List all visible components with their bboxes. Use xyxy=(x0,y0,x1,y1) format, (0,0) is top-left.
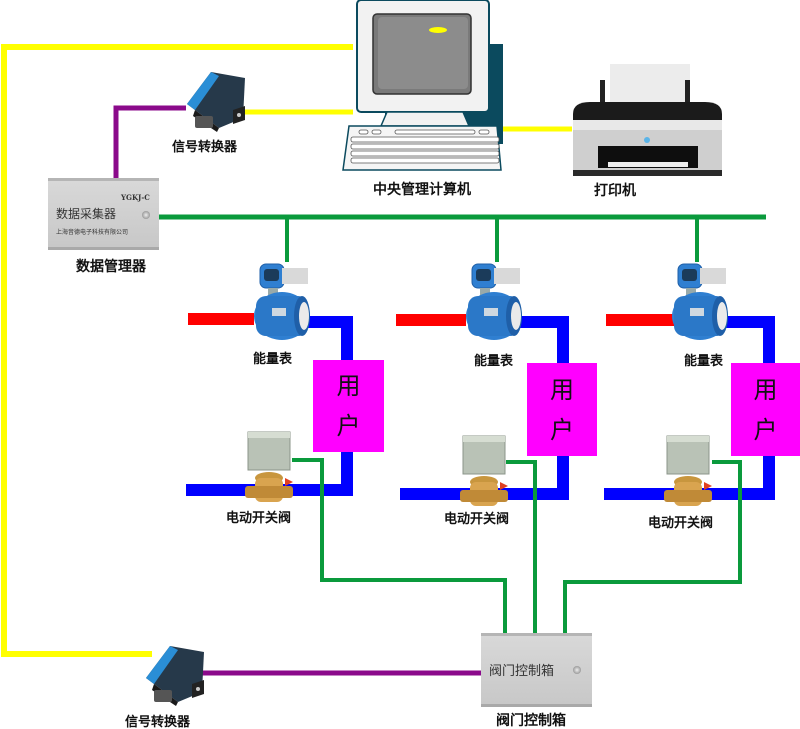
signal-converter-top-label: 信号转换器 xyxy=(172,140,238,155)
motorized-valve-1[interactable] xyxy=(243,430,295,508)
central-computer-label: 中央管理计算机 xyxy=(373,182,471,198)
motorized-valve-1-label: 电动开关阀 xyxy=(226,511,292,526)
green-valve-wire-2 xyxy=(506,460,537,634)
data-manager-model: YGKJ-C xyxy=(121,193,150,202)
yellow-line-main xyxy=(1,44,353,657)
return-pipe-bottom-3 xyxy=(604,455,775,500)
printer[interactable] xyxy=(570,62,725,178)
supply-pipe-2 xyxy=(396,314,466,326)
return-pipe-top-2 xyxy=(520,316,569,365)
user-box-1[interactable]: 用 户 xyxy=(313,360,384,452)
return-pipe-bottom-2 xyxy=(400,455,569,500)
data-manager-lock-icon xyxy=(142,211,150,219)
computer-icon xyxy=(342,0,503,171)
user-box-3-label-1: 用 xyxy=(753,375,778,404)
printer-label: 打印机 xyxy=(594,183,636,199)
serial-converter-icon xyxy=(187,72,245,132)
user-box-2[interactable]: 用 户 xyxy=(527,363,597,456)
signal-converter-bottom-label: 信号转换器 xyxy=(125,715,191,729)
motorized-valve-3-label: 电动开关阀 xyxy=(648,516,714,531)
return-pipe-bottom-1 xyxy=(186,450,353,496)
return-pipe-top-3 xyxy=(726,316,775,365)
valve-control-box-lock-icon xyxy=(573,666,581,674)
central-computer[interactable] xyxy=(335,0,505,178)
user-box-3[interactable]: 用 户 xyxy=(731,363,800,456)
user-box-1-label-2: 户 xyxy=(336,412,361,440)
user-box-2-label-2: 户 xyxy=(550,415,574,444)
motorized-valve-icon xyxy=(664,435,712,506)
energy-meter-3-label: 能量表 xyxy=(684,354,724,369)
signal-converter-bottom[interactable] xyxy=(140,644,206,708)
energy-meter-icon xyxy=(254,263,310,340)
motorized-valve-2[interactable] xyxy=(458,434,510,512)
supply-pipe-1 xyxy=(188,313,254,325)
motorized-valve-2-label: 电动开关阀 xyxy=(444,512,510,527)
energy-meter-icon xyxy=(672,263,728,340)
supply-pipe-3 xyxy=(606,314,676,326)
data-manager-panel-title: 数据采集器 xyxy=(56,207,117,221)
energy-meter-icon xyxy=(466,263,522,340)
motorized-valve-icon xyxy=(460,435,508,506)
user-box-2-label-1: 用 xyxy=(550,375,574,404)
purple-line-top xyxy=(113,105,186,178)
user-box-3-label-2: 户 xyxy=(753,415,778,444)
motorized-valve-icon xyxy=(245,431,293,502)
serial-converter-icon xyxy=(146,646,204,706)
data-manager-box[interactable]: YGKJ-C 数据采集器 上海音德电子科技有限公司 xyxy=(48,178,159,250)
green-valve-wire-3 xyxy=(563,460,742,634)
data-manager-label: 数据管理器 xyxy=(76,259,146,275)
green-valve-wire-1 xyxy=(292,458,507,634)
data-manager-manufacturer: 上海音德电子科技有限公司 xyxy=(56,229,129,236)
energy-meter-2-label: 能量表 xyxy=(474,354,514,369)
energy-meter-1[interactable] xyxy=(250,262,314,346)
energy-meter-1-label: 能量表 xyxy=(253,352,293,367)
energy-meter-2[interactable] xyxy=(462,262,526,346)
return-pipe-top-1 xyxy=(306,316,353,362)
valve-control-box-label: 阀门控制箱 xyxy=(496,713,566,729)
valve-control-box[interactable]: 阀门控制箱 xyxy=(481,633,592,707)
user-box-1-label-1: 用 xyxy=(336,372,361,400)
valve-control-box-panel-title: 阀门控制箱 xyxy=(489,664,555,679)
motorized-valve-3[interactable] xyxy=(662,434,714,512)
energy-meter-3[interactable] xyxy=(668,262,732,346)
printer-icon xyxy=(573,64,722,176)
signal-converter-top[interactable] xyxy=(181,70,247,134)
